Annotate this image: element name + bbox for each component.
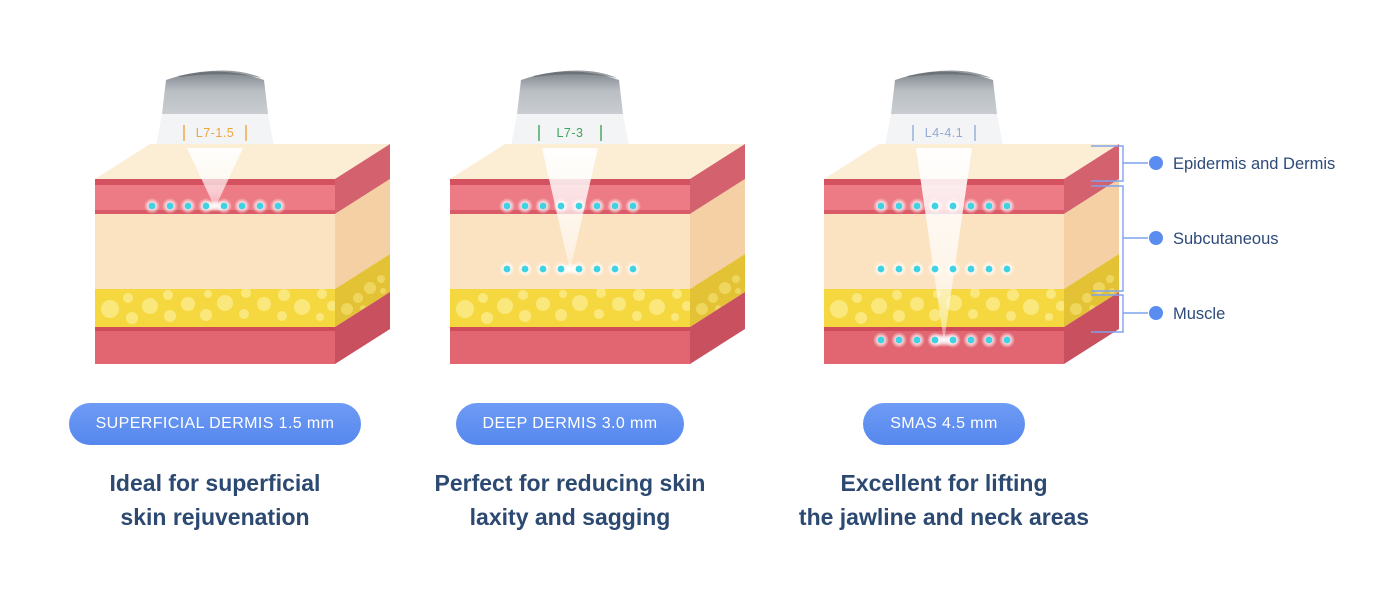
ultrasound-beam-icon [542, 148, 598, 271]
panel-caption: Excellent for lifting the jawline and ne… [764, 466, 1124, 534]
caption-line-1: Excellent for lifting [840, 470, 1048, 496]
caption-line-2: skin rejuvenation [120, 504, 310, 530]
layer-legend-graphics: Epidermis and Dermis Subcutaneous Muscle [1091, 145, 1335, 333]
caption-line-1: Ideal for superficial [109, 470, 321, 496]
panel-deep-dermis: L7-3 DEEP DERMIS 3.0 mm Perfect for redu… [390, 0, 750, 600]
caption-line-1: Perfect for reducing skin [434, 470, 706, 496]
layer-legend: Epidermis and Dermis Subcutaneous Muscle [1078, 120, 1400, 420]
panel-caption: Ideal for superficial skin rejuvenation [35, 466, 395, 534]
panel-superficial-dermis: L7-1.5 SUPERFICIAL DERMIS 1.5 mm Ideal f… [35, 0, 395, 600]
transducer-icon: L7-1.5 [156, 70, 274, 151]
skin-block [450, 144, 745, 364]
skin-block [95, 144, 390, 364]
caption-line-2: the jawline and neck areas [798, 504, 1090, 530]
caption-line-2: laxity and sagging [469, 504, 671, 530]
skin-block-illustration-3: L4-4.1 [809, 70, 1139, 387]
cartridge-label: L7-1.5 [196, 126, 234, 140]
legend-label: Subcutaneous [1173, 230, 1279, 248]
skin-block-illustration-1: L7-1.5 [80, 70, 410, 387]
skin-block [824, 144, 1119, 364]
bracket-icon [1091, 145, 1124, 182]
legend-label: Epidermis and Dermis [1173, 155, 1335, 173]
bracket-icon [1091, 185, 1124, 292]
legend-label: Muscle [1173, 305, 1225, 323]
ultrasound-beam-icon [916, 148, 972, 342]
transducer-icon: L7-3 [511, 70, 629, 151]
legend-item-muscle: Muscle [1091, 294, 1225, 333]
cartridge-label: L4-4.1 [925, 126, 963, 140]
depth-badge: DEEP DERMIS 3.0 mm [455, 403, 685, 445]
ultrasound-beam-icon [187, 148, 243, 208]
depth-badge: SMAS 4.5 mm [863, 403, 1025, 445]
panel-caption: Perfect for reducing skin laxity and sag… [390, 466, 750, 534]
legend-item-epidermis-dermis: Epidermis and Dermis [1091, 145, 1335, 182]
legend-item-subcutaneous: Subcutaneous [1091, 185, 1279, 292]
legend-bullet-icon [1149, 306, 1163, 320]
panel-smas: L4-4.1 SMAS 4.5 mm Excellent for lifting… [764, 0, 1124, 600]
bracket-icon [1091, 294, 1124, 333]
legend-bullet-icon [1149, 156, 1163, 170]
skin-block-illustration-2: L7-3 [435, 70, 765, 387]
transducer-icon: L4-4.1 [885, 70, 1003, 151]
depth-badge: SUPERFICIAL DERMIS 1.5 mm [68, 403, 362, 445]
legend-bullet-icon [1149, 231, 1163, 245]
cartridge-label: L7-3 [556, 126, 583, 140]
